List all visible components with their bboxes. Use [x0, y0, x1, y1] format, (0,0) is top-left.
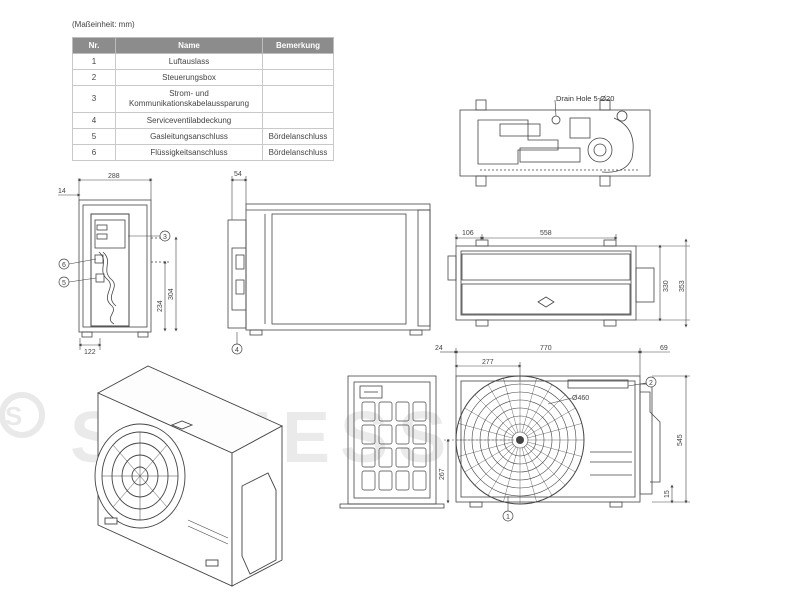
- callout-5: 5: [58, 276, 97, 288]
- table-row: 4 Serviceventilabdeckung: [72, 112, 334, 129]
- grille-cell: [412, 470, 427, 491]
- fan-spoke: [527, 441, 582, 457]
- middle-side-view: [227, 203, 431, 336]
- fan-spoke: [523, 446, 553, 496]
- dim-fan-offset: 277: [482, 359, 494, 366]
- dim-side-base: 122: [84, 349, 96, 356]
- grille-cell: [395, 470, 410, 491]
- fan-spoke: [458, 441, 513, 457]
- fan-spoke: [523, 384, 553, 434]
- grille-cell: [412, 401, 427, 422]
- fan-spoke: [503, 378, 519, 433]
- dim-top-d2: 353: [679, 280, 686, 292]
- fan-spoke: [525, 394, 566, 435]
- fan-spoke: [526, 443, 576, 473]
- middle-side-dims: [230, 176, 248, 344]
- top-view: [447, 239, 655, 327]
- dim-front-left: 24: [435, 345, 443, 352]
- rear-grille-feet: [339, 503, 445, 509]
- svg-text:1: 1: [506, 514, 510, 521]
- svg-text:6: 6: [62, 262, 66, 269]
- grille-cell: [361, 447, 376, 468]
- dim-side-h1: 234: [157, 300, 164, 312]
- unit-note: (Maßeinheit: mm): [72, 20, 135, 29]
- side-view-dims: [58, 178, 178, 350]
- cell-remark: Bördelanschluss: [262, 144, 334, 161]
- fan-spoke: [464, 407, 514, 437]
- fan-spoke: [526, 407, 576, 437]
- top-view-dims: [454, 234, 690, 328]
- grille-cell: [412, 447, 427, 468]
- svg-text:5: 5: [62, 280, 66, 287]
- callout-2: 2: [627, 376, 657, 388]
- grille-cell: [395, 424, 410, 445]
- watermark-logo: S: [0, 392, 45, 438]
- callout-1: 1: [502, 496, 514, 522]
- fan-spoke: [527, 423, 582, 439]
- dim-front-height: 545: [677, 434, 684, 446]
- dim-side-offset: 14: [58, 188, 66, 195]
- bottom-view: [459, 99, 651, 187]
- fan-spoke: [458, 423, 513, 439]
- fan-spoke: [503, 447, 519, 502]
- fan-spoke: [521, 378, 537, 433]
- side-view: [78, 199, 170, 338]
- fan-spoke: [487, 446, 517, 496]
- table-row: 2 Steuerungsbox: [72, 69, 334, 86]
- dim-front-base: 15: [664, 490, 671, 498]
- cell-nr: 3: [72, 85, 116, 113]
- grille-cell: [378, 424, 393, 445]
- grille-cell: [378, 470, 393, 491]
- dim-front-width: 770: [540, 345, 552, 352]
- grille-cell: [412, 424, 427, 445]
- svg-text:2: 2: [649, 380, 653, 387]
- grille-cell: [395, 447, 410, 468]
- dim-top-left: 106: [462, 230, 474, 237]
- drain-hole-label: Drain Hole 5-Ø20: [556, 94, 614, 103]
- fan-spoke: [487, 384, 517, 434]
- dim-side-depth: 288: [108, 173, 120, 180]
- fan-hub: [516, 436, 524, 444]
- fan-spoke: [521, 447, 537, 502]
- callout-3: 3: [128, 230, 171, 242]
- callout-4: 4: [231, 343, 243, 355]
- dim-side-h2: 304: [168, 288, 175, 300]
- watermark-logo-letter: S: [5, 401, 22, 431]
- grille-cell: [378, 401, 393, 422]
- front-view: [455, 375, 661, 508]
- dim-front-panel: 54: [234, 171, 242, 178]
- grille-cell: [361, 470, 376, 491]
- table-row: 3 Strom- und Kommunikationskabelaussparu…: [72, 85, 334, 113]
- grille-cell: [395, 401, 410, 422]
- drain-leader: [554, 99, 557, 117]
- svg-text:4: 4: [235, 347, 239, 354]
- fan-spoke: [464, 443, 514, 473]
- dim-fan-height: 267: [439, 468, 446, 480]
- cell-remark: Bördelanschluss: [262, 128, 334, 145]
- table-row: 5 Gasleitungsanschluss Bördelanschluss: [72, 128, 334, 145]
- parts-table: Nr. Name Bemerkung 1 Luftauslass 2 Steue…: [72, 37, 334, 161]
- col-header-name: Name: [115, 37, 263, 54]
- grille-cell: [361, 401, 376, 422]
- dim-fan-diameter: Ø460: [572, 395, 589, 402]
- col-header-nr: Nr.: [72, 37, 116, 54]
- table-row: 6 Flüssigkeitsanschluss Bördelanschluss: [72, 144, 334, 161]
- grille-cells: [361, 401, 427, 491]
- dim-top-d1: 330: [663, 280, 670, 292]
- isometric-view: [94, 365, 284, 587]
- fan-spoke: [474, 445, 515, 486]
- front-view-dims: [440, 348, 690, 504]
- callout-6: 6: [58, 258, 97, 270]
- grille-cell: [361, 424, 376, 445]
- fan-spoke: [474, 394, 515, 435]
- svg-text:3: 3: [163, 234, 167, 241]
- dim-top-width: 558: [540, 230, 552, 237]
- grille-cell: [378, 447, 393, 468]
- fan-spoke: [525, 445, 566, 486]
- dim-front-right: 69: [660, 345, 668, 352]
